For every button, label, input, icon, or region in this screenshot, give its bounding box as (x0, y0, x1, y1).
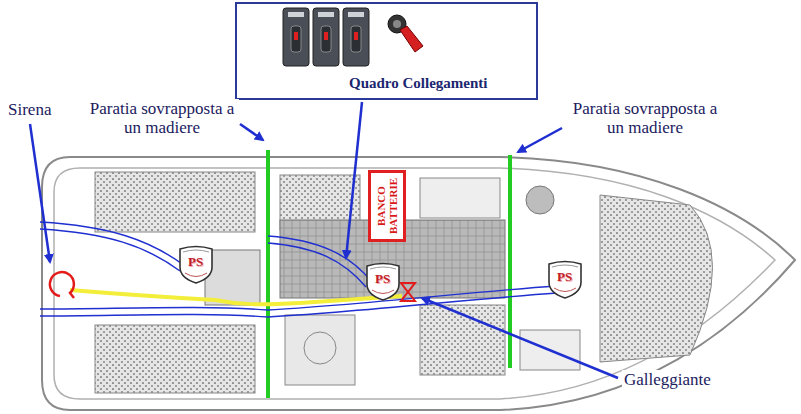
battery-bank: BANCO BATTERIE (368, 170, 406, 242)
bilge-pump: PS (177, 243, 215, 285)
part-label: Paratia sovrapposta a un madiere (568, 99, 722, 137)
part-label: Paratia sovrapposta a un madiere (85, 99, 239, 137)
connection-panel: Quadro Collegamenti (235, 2, 538, 100)
pump-label: PS (375, 272, 390, 286)
part-label: Sirena (6, 100, 53, 119)
pump-label: PS (188, 255, 203, 269)
panel-title: Quadro Collegamenti (349, 75, 487, 92)
bilge-pump: PS (364, 260, 402, 302)
bilge-pump: PS (546, 258, 584, 300)
switch-icons (237, 4, 537, 74)
battery-label: BANCO BATTERIE (375, 174, 399, 238)
part-label: Galleggiante (622, 370, 713, 389)
pump-label: PS (557, 270, 572, 284)
